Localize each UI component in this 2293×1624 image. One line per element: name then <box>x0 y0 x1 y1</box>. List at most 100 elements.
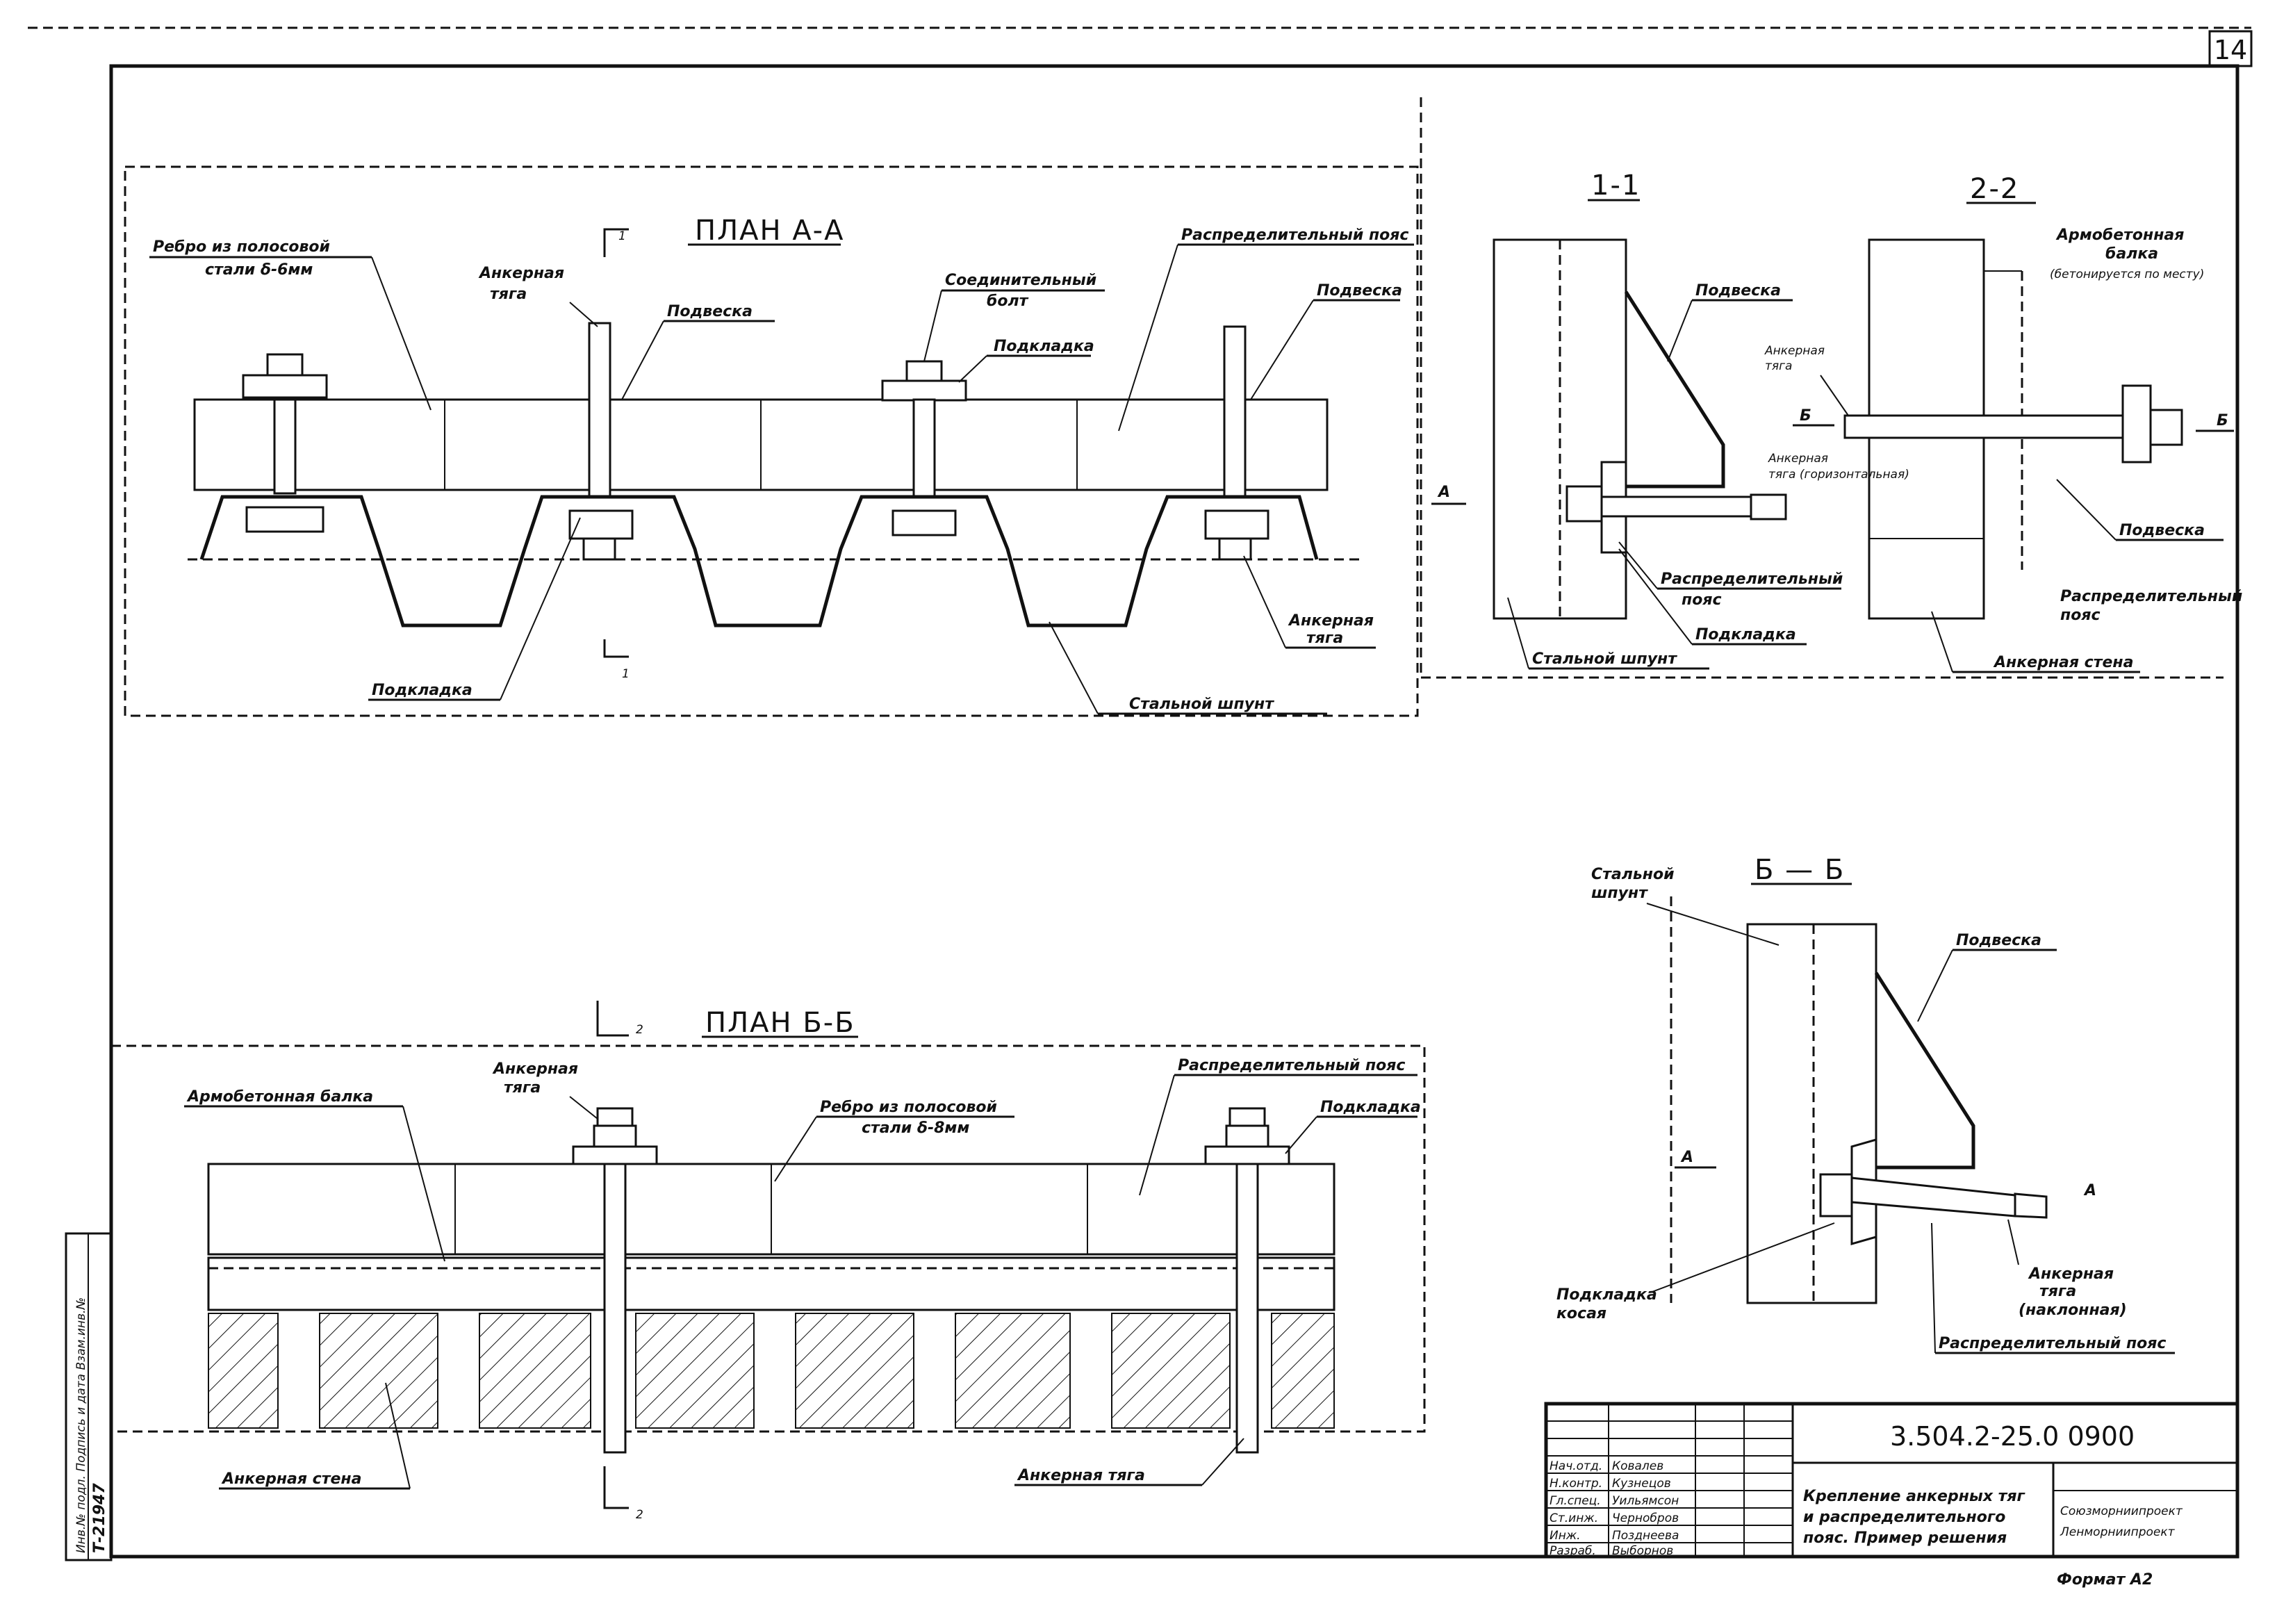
plan-b-anchor-wall <box>208 1313 1335 1429</box>
label-s22-beam: Армобетонная <box>2055 227 2184 244</box>
label-s11-hanger: Подвеска <box>1695 282 1781 300</box>
label-pb-anchor-rod-bottom: Анкерная тяга <box>1017 1467 1145 1484</box>
label-s11-anchor-2: тяга (горизонтальная) <box>1768 468 1909 482</box>
stamp-org-1: Союзморниипроект <box>2060 1504 2183 1518</box>
sheet-format: Формат А2 <box>2057 1571 2153 1589</box>
stamp-role-2: Гл.спец. <box>1550 1494 1601 1508</box>
stamp-name-2: Уильямсон <box>1612 1494 1679 1508</box>
label-s22-dist-belt-2: пояс <box>2060 607 2100 624</box>
label-sbb-dist-belt: Распределительный пояс <box>1939 1335 2166 1352</box>
plan-a-title: ПЛАН А-А <box>695 215 844 247</box>
plan-b-title: ПЛАН Б-Б <box>705 1007 855 1039</box>
plan-b-rod-1 <box>572 1107 658 1454</box>
stamp-role-4: Инж. <box>1550 1529 1581 1543</box>
stamp-name-1: Кузнецов <box>1612 1477 1671 1491</box>
stamp-name-0: Ковалев <box>1612 1459 1663 1473</box>
cut-mark-bottom: 1 <box>622 667 630 681</box>
side-strip-label: Инв.№ подл. Подпись и дата Взам.инв.№ <box>74 1297 88 1553</box>
label-rib-2: стали δ-6мм <box>205 261 313 279</box>
label-pb-rib-2: стали δ-8мм <box>862 1119 969 1137</box>
label-s11-anchor: Анкерная <box>1768 452 1828 466</box>
label-pb-dist-belt: Распределительный пояс <box>1178 1057 1405 1074</box>
sheet-number: 14 <box>2214 35 2247 65</box>
label-anchor-rod-bottom: Анкерная <box>1288 612 1374 630</box>
label-anchor-rod: Анкерная <box>478 265 564 282</box>
plan-b-rod-2 <box>1204 1107 1290 1454</box>
cut-mark-top: 1 <box>618 229 626 243</box>
label-sbb-anchor-3: (наклонная) <box>2019 1302 2127 1319</box>
label-s11-steel-pile: Стальной шпунт <box>1532 650 1677 668</box>
plan-a-a: ПЛАН А-А 1 1 <box>124 165 1419 717</box>
label-steel-sheet-pile: Стальной шпунт <box>1129 696 1274 713</box>
stamp-role-1: Н.контр. <box>1550 1477 1602 1491</box>
label-sbb-anchor-2: тяга <box>2039 1283 2076 1300</box>
stamp-role-3: Ст.инж. <box>1550 1511 1598 1525</box>
label-pb-anchor-rod-2: тяга <box>504 1079 541 1097</box>
label-connection-bolt-2: болт <box>987 293 1029 310</box>
sheet-pile-profile <box>199 495 1319 628</box>
label-sbb-steel-pile: Стальной <box>1591 866 1675 883</box>
stamp-role-0: Нач.отд. <box>1550 1459 1602 1473</box>
section-1-1: 1-1 А Подвеска Анкерная тяга (горизонтал… <box>1420 97 2224 679</box>
label-s22-anchor-wall: Анкерная стена <box>1993 654 2133 671</box>
plan-b-cut-top: 2 <box>636 1023 643 1037</box>
section-2-2-mark-b-right: Б <box>2217 412 2228 429</box>
stamp-title-2: и распределительного <box>1803 1509 2005 1526</box>
label-hanger-right: Подвеска <box>1317 282 1402 300</box>
label-distribution-belt: Распределительный пояс <box>1181 227 1408 244</box>
label-s22-beam-2: балка <box>2105 245 2158 263</box>
section-2-2: 2-2 Б Б Армобетонная балка (бетонируется… <box>1764 173 2242 673</box>
label-s22-anchor-2: тяга <box>1765 359 1792 373</box>
section-1-1-title: 1-1 <box>1591 170 1641 202</box>
plan-b-cut-bottom: 2 <box>636 1508 643 1522</box>
plan-a-bolt-left <box>242 353 328 533</box>
stamp-title-3: пояс. Пример решения <box>1803 1529 2007 1547</box>
label-pb-anchor-wall: Анкерная стена <box>221 1470 361 1488</box>
section-1-1-mark-a: А <box>1437 484 1450 501</box>
label-s22-anchor: Анкерная <box>1764 344 1825 358</box>
stamp-code: 3.504.2-25.0 0900 <box>1890 1421 2135 1452</box>
plan-a-rod-1 <box>568 322 634 561</box>
section-b-b-pile <box>1746 923 1877 1304</box>
label-sbb-pad: Подкладка <box>1556 1286 1657 1304</box>
section-b-b-title: Б — Б <box>1754 854 1845 886</box>
label-anchor-rod-bottom-2: тяга <box>1306 630 1343 647</box>
label-rib: Ребро из полосовой <box>153 238 330 256</box>
label-pb-pad: Подкладка <box>1320 1099 1421 1116</box>
section-2-2-title: 2-2 <box>1970 173 2019 205</box>
plan-a-rod-2 <box>1204 325 1269 561</box>
stamp-title-1: Крепление анкерных тяг <box>1803 1488 2026 1505</box>
section-2-2-mark-b-left: Б <box>1800 407 1811 425</box>
label-s11-dist-belt: Распределительный <box>1661 571 1843 588</box>
label-sbb-pad-2: косая <box>1556 1305 1606 1322</box>
label-sbb-hanger: Подвеска <box>1956 932 2041 949</box>
label-sbb-anchor: Анкерная <box>2028 1265 2114 1283</box>
stamp-name-3: Чернобров <box>1612 1511 1679 1525</box>
label-anchor-rod-2: тяга <box>490 286 527 303</box>
label-pb-rib: Ребро из полосовой <box>820 1099 997 1116</box>
label-s11-pad: Подкладка <box>1695 626 1796 643</box>
label-s22-dist-belt: Распределительный <box>2060 588 2242 605</box>
sheet-frame <box>109 64 2239 1559</box>
stamp-name-4: Позднеева <box>1612 1529 1679 1543</box>
stamp-org-2: Ленморниипроект <box>2060 1525 2176 1539</box>
plan-b-b: ПЛАН Б-Б 2 2 <box>110 1001 1426 1522</box>
stamp-role-5: Разраб. <box>1550 1544 1596 1558</box>
label-s22-beam-3: (бетонируется по месту) <box>2050 268 2204 281</box>
inv-number: Т-21947 <box>91 1483 108 1553</box>
label-connection-bolt: Соединительный <box>945 272 1096 289</box>
label-s11-dist-belt-2: пояс <box>1682 591 1721 609</box>
section-b-b-mark-a-left: А <box>1680 1149 1693 1166</box>
plan-a-bolt-mid <box>881 360 967 536</box>
label-pad: Подкладка <box>994 338 1094 355</box>
title-block: Нач.отд. Ковалев Н.контр. Кузнецов Гл.сп… <box>1544 1402 2239 1559</box>
label-pad-bottom: Подкладка <box>372 682 472 699</box>
plan-b-beam <box>207 1256 1335 1311</box>
section-b-b: Б — Б А А Стальной шпунт Подвеска Подкла… <box>1556 854 2175 1354</box>
section-b-b-mark-a-right: А <box>2083 1182 2096 1199</box>
label-hanger: Подвеска <box>667 303 753 320</box>
label-pb-anchor-rod: Анкерная <box>492 1060 578 1078</box>
label-pb-beam: Армобетонная балка <box>186 1088 373 1106</box>
